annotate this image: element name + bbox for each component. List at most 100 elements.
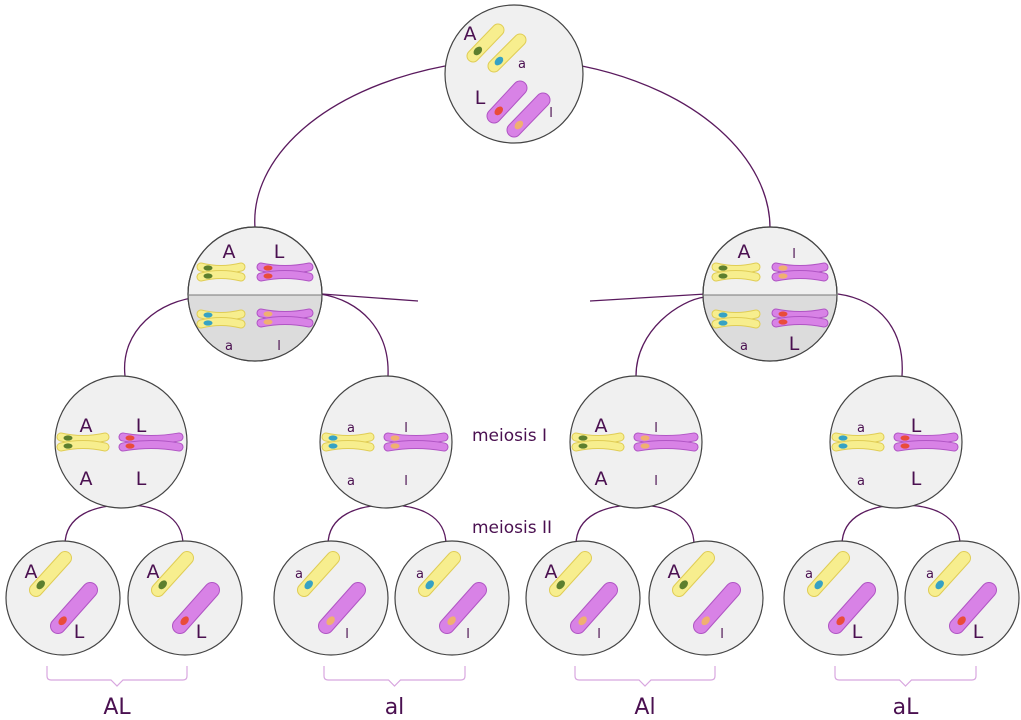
meiosis-1-cell-membrane xyxy=(829,375,963,509)
allele-marker xyxy=(473,46,483,56)
gamete-cell-membrane xyxy=(127,540,243,656)
allele-label: a xyxy=(857,474,865,489)
allele-marker xyxy=(425,580,434,590)
chromosome-yellow xyxy=(487,33,527,73)
gamete-bracket xyxy=(323,666,466,687)
allele-label: a xyxy=(347,421,355,436)
gamete-cell-membrane xyxy=(783,540,899,656)
allele-marker xyxy=(578,435,588,441)
allele-label: L xyxy=(789,333,800,355)
meiosis-2-label: meiosis II xyxy=(472,518,552,538)
chromosome-purple xyxy=(570,582,618,634)
allele-label: l xyxy=(792,247,796,262)
allele-marker xyxy=(63,435,73,441)
metaphase-plate-shade xyxy=(703,295,837,361)
allele-label: l xyxy=(654,421,658,436)
allele-marker xyxy=(778,265,788,271)
allele-label: A xyxy=(738,241,751,263)
gamete-cell: aL xyxy=(904,540,1020,656)
allele-marker xyxy=(778,273,788,279)
allele-marker xyxy=(125,443,135,449)
allele-label: A xyxy=(223,241,236,263)
chromosome-purple xyxy=(439,582,487,634)
allele-label: l xyxy=(597,627,601,642)
allele-marker xyxy=(778,319,788,325)
gamete-bracket xyxy=(834,666,977,687)
allele-label: A xyxy=(595,415,608,437)
gamete-cell: Al xyxy=(525,540,641,656)
gamete-cell: al xyxy=(394,540,510,656)
allele-label: a xyxy=(347,474,355,489)
allele-marker xyxy=(36,580,45,590)
connector-line xyxy=(575,504,637,546)
allele-marker xyxy=(900,435,910,441)
allele-label: a xyxy=(926,567,934,582)
allele-marker xyxy=(494,56,504,66)
allele-marker xyxy=(203,265,213,271)
connector-line xyxy=(841,504,903,546)
allele-label: A xyxy=(147,561,160,583)
allele-label: L xyxy=(973,621,984,643)
allele-marker xyxy=(328,443,338,449)
allele-marker xyxy=(203,320,213,326)
chromosome-yellow xyxy=(418,551,461,597)
gamete-cell-membrane xyxy=(5,540,121,656)
allele-marker xyxy=(556,580,565,590)
allele-marker xyxy=(390,443,400,449)
connector-line xyxy=(321,293,419,302)
connector-line xyxy=(327,504,389,546)
gamete-cell-membrane xyxy=(525,540,641,656)
connector-line xyxy=(124,504,184,546)
allele-marker xyxy=(718,265,728,271)
allele-label: l xyxy=(720,627,724,642)
connector-line xyxy=(837,293,903,377)
allele-label: a xyxy=(857,421,865,436)
chromosome-yellow xyxy=(571,432,625,452)
connector-line xyxy=(901,504,961,546)
allele-label: A xyxy=(668,561,681,583)
gamete-genotype-label: al xyxy=(385,695,405,720)
chromosome-purple xyxy=(486,80,528,124)
allele-marker xyxy=(640,443,650,449)
chromosome-yellow xyxy=(672,551,715,597)
gamete-cell-membrane xyxy=(904,540,1020,656)
metaphase-plate-shade xyxy=(188,295,322,361)
allele-label: L xyxy=(274,241,285,263)
chromosome-purple xyxy=(318,582,366,634)
connector-line xyxy=(64,504,126,546)
gamete-bracket xyxy=(574,666,716,687)
allele-label: L xyxy=(475,87,486,109)
allele-marker xyxy=(203,312,213,318)
allele-marker xyxy=(836,616,845,626)
allele-marker xyxy=(718,312,728,318)
allele-marker xyxy=(778,311,788,317)
allele-label: A xyxy=(25,561,38,583)
parent-cell-membrane xyxy=(444,4,584,144)
gamete-cell-membrane xyxy=(394,540,510,656)
chromosome-yellow xyxy=(549,551,592,597)
chromosome-purple xyxy=(633,432,699,452)
chromosome-purple xyxy=(771,262,829,282)
allele-marker xyxy=(718,320,728,326)
allele-marker xyxy=(447,616,456,626)
allele-label: L xyxy=(136,468,147,490)
allele-label: l xyxy=(277,339,281,354)
allele-label: A xyxy=(80,468,93,490)
chromosome-purple xyxy=(693,582,741,634)
chromosome-purple xyxy=(506,92,551,138)
connector-line xyxy=(319,293,389,377)
connector-line xyxy=(254,65,446,229)
allele-marker xyxy=(63,443,73,449)
chromosome-yellow xyxy=(151,551,194,597)
chromosome-yellow xyxy=(297,551,340,597)
chromosome-purple xyxy=(828,582,876,634)
allele-label: l xyxy=(345,627,349,642)
meiosis-1-label: meiosis I xyxy=(472,426,547,446)
allele-marker xyxy=(494,106,504,116)
allele-marker xyxy=(326,616,335,626)
chromosome-yellow xyxy=(196,262,246,282)
allele-marker xyxy=(263,319,273,325)
